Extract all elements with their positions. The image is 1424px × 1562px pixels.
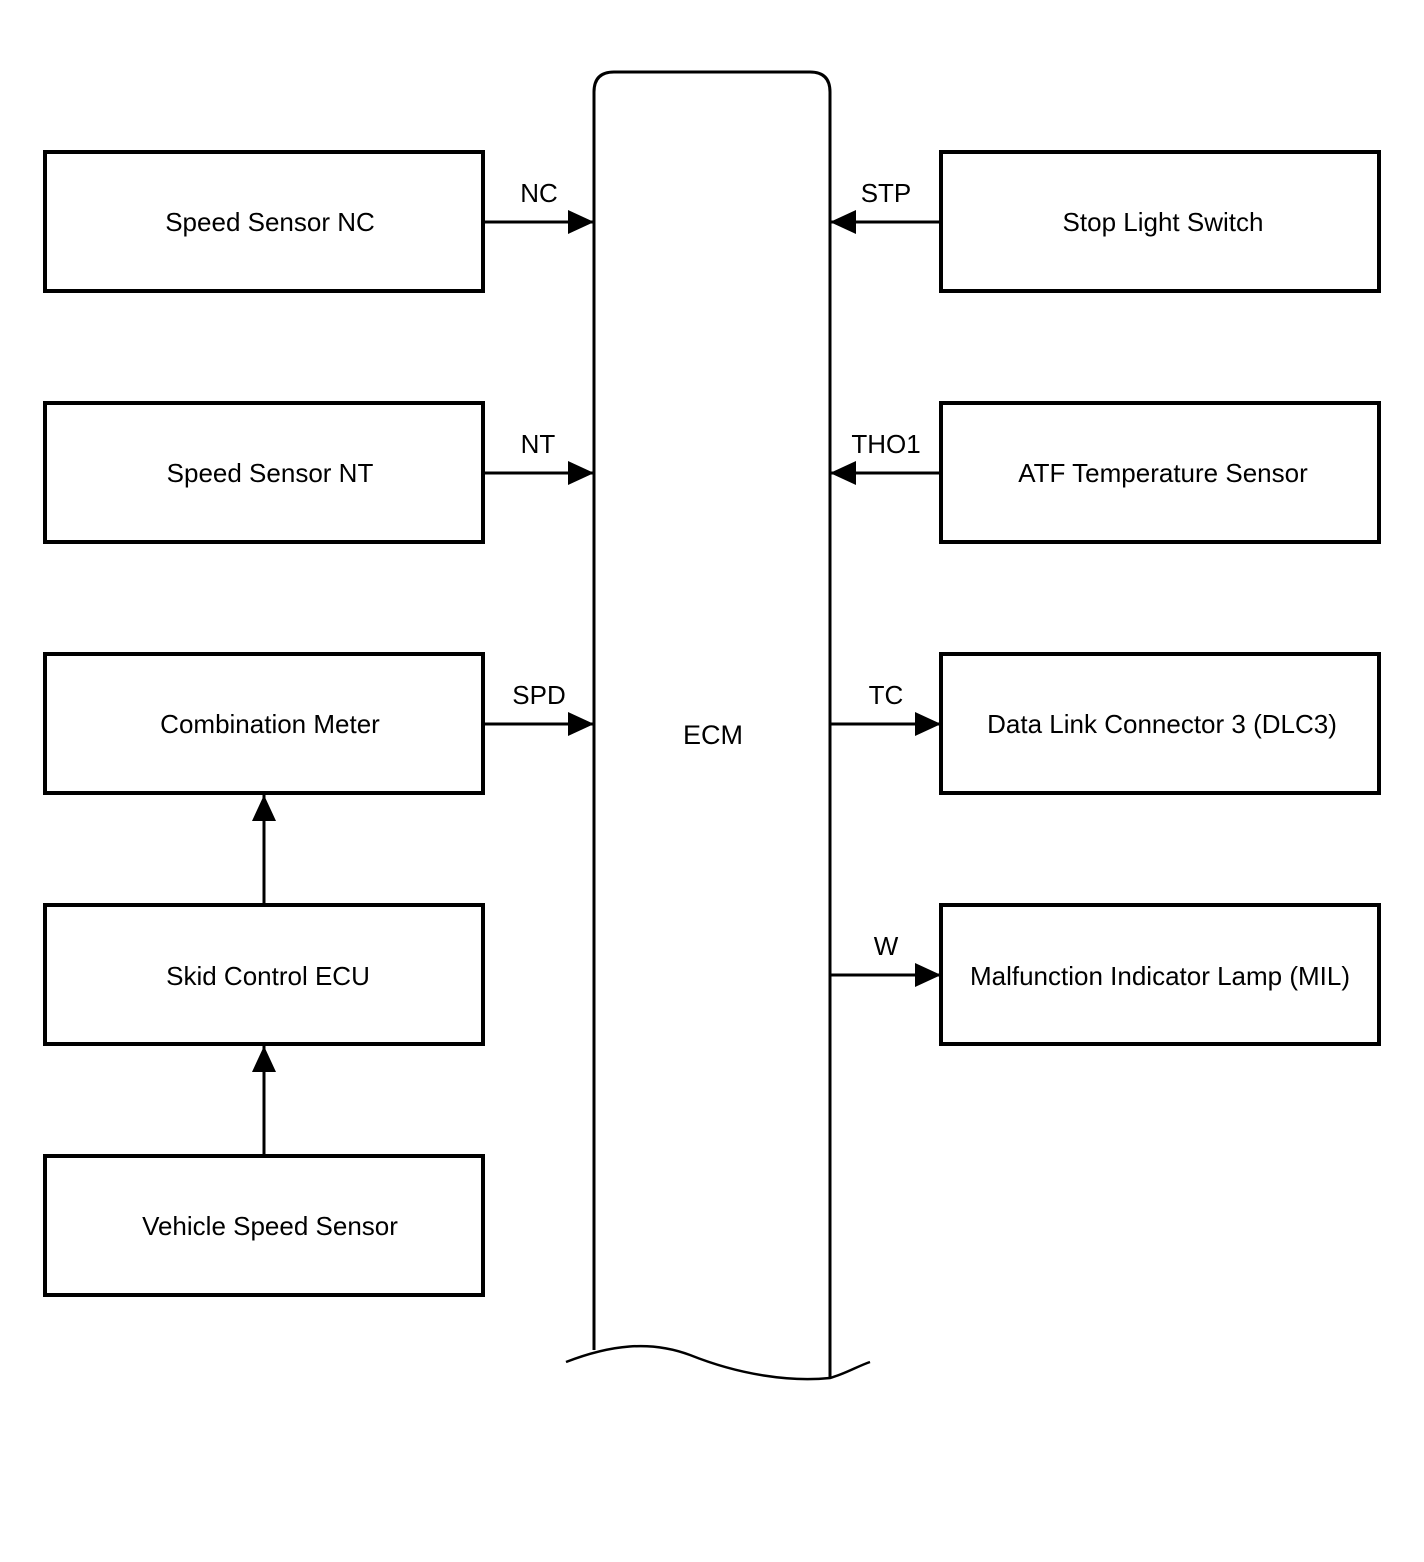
- speed-sensor-nc: Speed Sensor NC: [43, 150, 485, 293]
- ecm-break-line: [565, 1344, 871, 1381]
- malfunction-indicator-lamp: Malfunction Indicator Lamp (MIL): [939, 903, 1381, 1046]
- combination-meter-label: Combination Meter: [160, 709, 380, 739]
- skid-control-ecu: Skid Control ECU: [43, 903, 485, 1046]
- vehicle-speed-sensor: Vehicle Speed Sensor: [43, 1154, 485, 1297]
- combination-meter: Combination Meter: [43, 652, 485, 795]
- ecm-outline: [592, 70, 832, 1378]
- data-link-connector-3: Data Link Connector 3 (DLC3): [939, 652, 1381, 795]
- atf-temperature-sensor: ATF Temperature Sensor: [939, 401, 1381, 544]
- ecm-block: ECM: [565, 70, 871, 1381]
- speed-sensor-nt-box: [43, 401, 485, 544]
- speed-sensor-nc-label: Speed Sensor NC: [165, 207, 375, 237]
- tho1-signal-label: THO1: [851, 429, 920, 459]
- speed-sensor-nt-label: Speed Sensor NT: [167, 458, 374, 488]
- tc-signal-label: TC: [869, 680, 904, 710]
- skid-control-ecu-box: [43, 903, 485, 1046]
- nt-signal-label: NT: [521, 429, 556, 459]
- stp-signal-label: STP: [861, 178, 912, 208]
- speed-sensor-nt: Speed Sensor NT: [43, 401, 485, 544]
- skid-control-ecu-label: Skid Control ECU: [166, 961, 370, 991]
- atf-temperature-sensor-box: [939, 401, 1381, 544]
- stop-light-switch-label: Stop Light Switch: [1063, 207, 1264, 237]
- malfunction-indicator-lamp-label: Malfunction Indicator Lamp (MIL): [970, 961, 1350, 991]
- data-link-connector-3-label: Data Link Connector 3 (DLC3): [987, 709, 1337, 739]
- data-link-connector-3-box: [939, 652, 1381, 795]
- vehicle-speed-sensor-label: Vehicle Speed Sensor: [142, 1211, 398, 1241]
- w-signal-label: W: [874, 931, 899, 961]
- spd-signal-label: SPD: [512, 680, 565, 710]
- stop-light-switch: Stop Light Switch: [939, 150, 1381, 293]
- ecm-label: ECM: [683, 720, 743, 750]
- nc-signal-label: NC: [520, 178, 558, 208]
- stop-light-switch-box: [939, 150, 1381, 293]
- combination-meter-box: [43, 652, 485, 795]
- atf-temperature-sensor-label: ATF Temperature Sensor: [1018, 458, 1308, 488]
